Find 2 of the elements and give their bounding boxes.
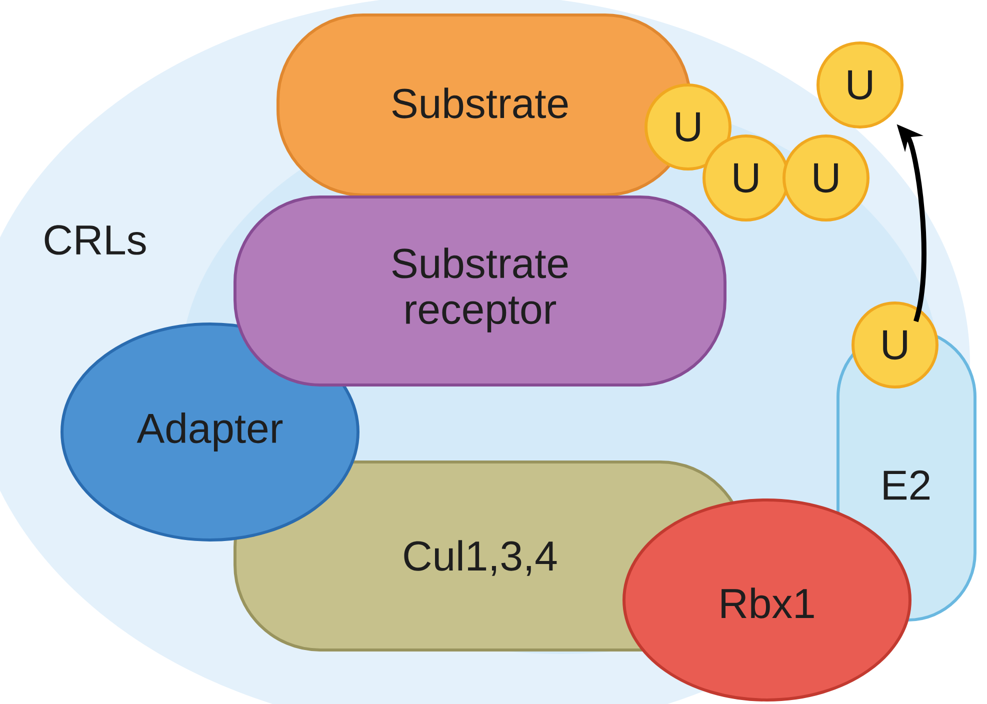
complex-label: CRLs [44, 225, 146, 255]
receptor-box: Substrate receptor [234, 195, 726, 386]
